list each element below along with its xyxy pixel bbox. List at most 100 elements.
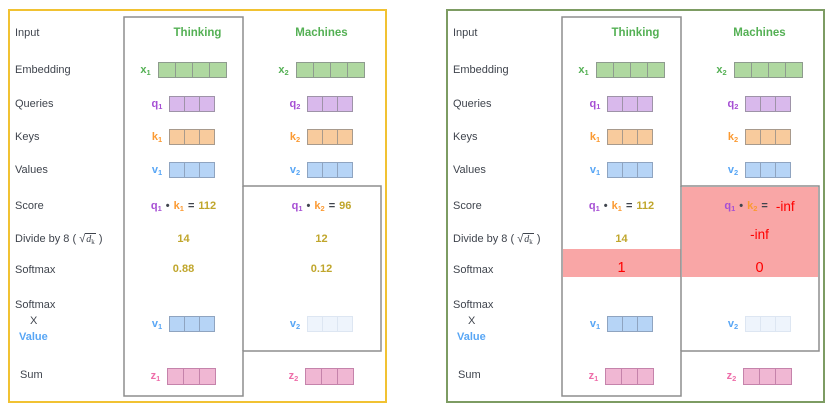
vector-cell bbox=[169, 129, 186, 145]
v2-label: v2 bbox=[727, 317, 739, 331]
masked-softmax-value: 1 bbox=[617, 260, 626, 276]
mask-region-thinking-softmax bbox=[563, 249, 681, 277]
x2-vector bbox=[733, 62, 803, 78]
vector-cell bbox=[759, 367, 777, 385]
k-sub: k bbox=[91, 238, 95, 246]
row-label-divide: Divide by 8 ( √dk ) bbox=[15, 231, 102, 247]
z2-vector bbox=[743, 367, 793, 385]
row-label-keys: Keys bbox=[15, 131, 40, 143]
vector-cell bbox=[622, 316, 639, 332]
vector-cell bbox=[199, 162, 216, 178]
divide-suffix: ) bbox=[98, 233, 103, 245]
vector-cell bbox=[295, 62, 314, 78]
k1-label: k1 bbox=[589, 130, 601, 144]
embedding-vector-row: x1 bbox=[562, 61, 681, 79]
vector-cell bbox=[199, 367, 217, 385]
panel-masked: Input Embedding Queries Keys Values Scor… bbox=[446, 9, 825, 403]
vector-cell bbox=[743, 367, 761, 385]
divide-value: 12 bbox=[315, 233, 328, 245]
sxv-line2: X bbox=[30, 315, 38, 327]
vector-cell bbox=[605, 367, 623, 385]
x1-label: x1 bbox=[578, 63, 589, 77]
row-label-softmax: Softmax bbox=[453, 264, 494, 276]
key-vector-row: k2 bbox=[700, 128, 819, 146]
v2-label: v2 bbox=[289, 317, 301, 331]
z1-label: z1 bbox=[150, 369, 161, 383]
x2-label: x2 bbox=[716, 63, 727, 77]
v1-label: v1 bbox=[589, 163, 601, 177]
vector-cell bbox=[208, 62, 227, 78]
masked-softmax-value: 0 bbox=[755, 260, 764, 276]
q1-sym: q1 bbox=[291, 200, 303, 213]
score-value: 112 bbox=[636, 200, 655, 212]
v2-vector bbox=[307, 162, 354, 178]
vector-cell bbox=[760, 96, 777, 112]
z2-label: z2 bbox=[288, 369, 299, 383]
vector-cell bbox=[745, 96, 762, 112]
row-label-softmax-x-value: Softmax X Value bbox=[15, 297, 55, 345]
vector-cell bbox=[750, 62, 769, 78]
query-vector-row: q1 bbox=[124, 95, 243, 113]
equals-sign: = bbox=[761, 200, 768, 212]
vector-cell bbox=[646, 62, 665, 78]
stepped-outline bbox=[561, 16, 820, 397]
mask-region-machines bbox=[682, 187, 818, 277]
value-vector-row: v2 bbox=[700, 161, 819, 179]
score-expression: q1 • k1 = 112 bbox=[124, 197, 243, 215]
column-thinking: Thinking x1 q1 k1 v1 q1 • k1 = 112 14 0.… bbox=[124, 11, 243, 401]
embedding-vector-row: x2 bbox=[262, 61, 381, 79]
weighted-value-row: v2 bbox=[700, 315, 819, 333]
k1-label: k1 bbox=[151, 130, 163, 144]
v1-vector bbox=[169, 162, 216, 178]
x1-vector bbox=[157, 62, 227, 78]
vector-cell bbox=[595, 62, 614, 78]
k2-label: k2 bbox=[727, 130, 739, 144]
embedding-vector-row: x2 bbox=[700, 61, 819, 79]
vector-cell bbox=[183, 367, 201, 385]
masked-score-expression: q1 • k2 = -inf bbox=[700, 197, 819, 215]
vector-cell bbox=[307, 129, 324, 145]
k2-vector bbox=[745, 129, 792, 145]
vector-cell bbox=[184, 129, 201, 145]
v2-label: v2 bbox=[289, 163, 301, 177]
sum-vector-row: z2 bbox=[700, 367, 819, 385]
v2-faded-vector bbox=[745, 316, 792, 332]
row-label-keys: Keys bbox=[453, 131, 478, 143]
vector-cell bbox=[607, 96, 624, 112]
vector-cell bbox=[637, 316, 654, 332]
query-vector-row: q1 bbox=[562, 95, 681, 113]
vector-cell bbox=[337, 96, 354, 112]
vector-cell bbox=[760, 129, 777, 145]
v1-label: v1 bbox=[589, 317, 601, 331]
score-expression: q1 • k1 = 112 bbox=[562, 197, 681, 215]
token-header-machines: Machines bbox=[295, 27, 348, 39]
k-sub: k bbox=[529, 238, 533, 246]
sum-vector-row: z1 bbox=[562, 367, 681, 385]
q1-sym: q1 bbox=[588, 200, 600, 213]
vector-cell bbox=[169, 96, 186, 112]
score-value: 96 bbox=[339, 200, 352, 212]
z1-vector bbox=[167, 367, 217, 385]
x2-label: x2 bbox=[278, 63, 289, 77]
sum-vector-row: z2 bbox=[262, 367, 381, 385]
row-label-input: Input bbox=[453, 27, 478, 39]
v1-label: v1 bbox=[151, 163, 163, 177]
row-label-score: Score bbox=[453, 200, 482, 212]
k2-vector bbox=[307, 129, 354, 145]
vector-cell bbox=[637, 96, 654, 112]
key-vector-row: k2 bbox=[262, 128, 381, 146]
vector-cell bbox=[307, 316, 324, 332]
embedding-vector-row: x1 bbox=[124, 61, 243, 79]
k1-sym: k1 bbox=[173, 200, 184, 213]
row-label-sum: Sum bbox=[20, 369, 43, 381]
vector-cell bbox=[346, 62, 365, 78]
weighted-value-row: v2 bbox=[262, 315, 381, 333]
row-label-input: Input bbox=[15, 27, 40, 39]
d-var: d bbox=[524, 234, 530, 245]
divide-prefix: Divide by 8 ( bbox=[15, 233, 77, 245]
v2-label: v2 bbox=[727, 163, 739, 177]
value-vector-row: v1 bbox=[562, 161, 681, 179]
vector-cell bbox=[607, 162, 624, 178]
vector-cell bbox=[322, 316, 339, 332]
softmax-value: 0.88 bbox=[172, 263, 195, 275]
